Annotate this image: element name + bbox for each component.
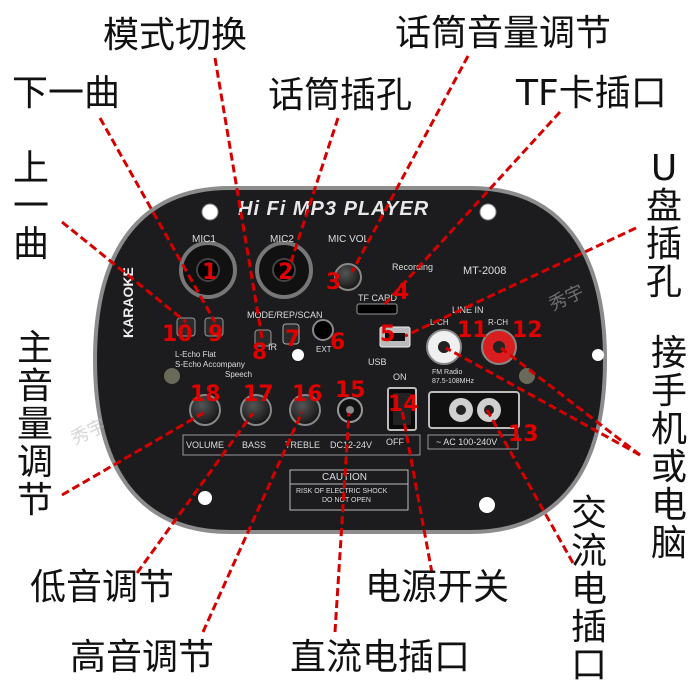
warning-line-2: DO NOT OPEN [322, 497, 371, 504]
treble-label: TREBLE [285, 440, 321, 450]
mic-vol-label: MIC VOL [328, 234, 370, 245]
mount-hole-bottom-right [479, 497, 495, 513]
volume-label: VOLUME [186, 440, 225, 450]
line-in-label: LINE IN [452, 305, 484, 315]
recording-label: Recording [392, 262, 434, 272]
callout-treble: 高音调节 [70, 637, 215, 678]
mic1-label: MIC1 [192, 234, 216, 245]
dc-label: DC12-24V [330, 440, 373, 450]
callout-usb-slot: U盘插孔 [645, 148, 682, 303]
screw-right [519, 368, 535, 384]
on-label: ON [393, 372, 407, 382]
number-16: 16 [292, 382, 323, 407]
ac-socket [428, 391, 520, 429]
tf-card-label: TF CARD [358, 293, 397, 303]
callout-power-switch: 电源开关 [365, 567, 510, 608]
echo2-label: S-Echo Accompany [175, 360, 245, 369]
ext-jack [312, 319, 334, 341]
board-model: MT-2008 [463, 265, 507, 277]
screw-left [164, 368, 180, 384]
mic2-label: MIC2 [270, 234, 294, 245]
number-3: 3 [326, 270, 342, 295]
r-ch-label: R-CH [488, 318, 508, 327]
mount-hole-right [592, 349, 604, 361]
board-title: Hi Fi MP3 PLAYER [238, 198, 430, 220]
karaoke-label: KARAOKE [120, 267, 136, 338]
callout-ac-socket: 交流电插口 [570, 493, 607, 686]
callout-bass: 低音调节 [30, 567, 175, 608]
fm-label: FM Radio [432, 369, 463, 376]
fm-band-label: 87.5-108MHz [432, 378, 475, 385]
callout-dc-socket: 直流电插口 [290, 637, 471, 678]
callout-next-track: 下一曲 [12, 73, 121, 114]
mount-hole-top-right [479, 203, 497, 221]
number-13: 13 [508, 422, 539, 447]
off-label: OFF [386, 437, 404, 447]
number-9: 9 [208, 322, 224, 347]
ext-label: EXT [316, 345, 332, 354]
mount-hole-bottom-left [198, 491, 212, 505]
ir-label: IR [268, 342, 277, 352]
bass-label: BASS [242, 440, 267, 450]
callout-prev-track: 上一曲 [12, 148, 49, 265]
number-11: 11 [457, 318, 488, 343]
callout-line-in: 接手机或电脑 [650, 333, 687, 564]
number-4: 4 [394, 280, 410, 305]
callout-mic-jack: 话筒插孔 [268, 75, 413, 116]
ac-label: ~ AC 100-240V [436, 437, 498, 447]
mount-hole-mid [292, 349, 304, 361]
speech-label: Speech [225, 370, 253, 379]
number-17: 17 [243, 382, 274, 407]
mount-hole-top [201, 203, 219, 221]
callout-mic-volume: 话筒音量调节 [395, 13, 612, 54]
number-18: 18 [190, 382, 221, 407]
callout-main-volume: 主音量调节 [16, 328, 53, 521]
number-2: 2 [278, 260, 294, 285]
ir-receiver [282, 323, 300, 345]
warning-line-1: RISK OF ELECTRIC SHOCK [296, 488, 388, 495]
number-12: 12 [512, 318, 543, 343]
l-ch-label: L-CH [430, 318, 449, 327]
echo-label: L-Echo Flat [175, 350, 216, 359]
number-8: 8 [252, 340, 268, 365]
number-6: 6 [330, 330, 346, 355]
number-15: 15 [335, 378, 366, 403]
number-14: 14 [388, 392, 419, 417]
number-7: 7 [285, 327, 301, 352]
callout-mode-switch: 模式切换 [103, 15, 248, 56]
mode-label: MODE/REP/SCAN [247, 310, 323, 320]
number-10: 10 [162, 322, 193, 347]
usb-label: USB [368, 357, 387, 367]
caution-label: CAUTION [322, 472, 367, 483]
number-1: 1 [202, 260, 218, 285]
callout-tf-slot: TF卡插口 [516, 73, 667, 114]
number-5: 5 [380, 322, 396, 347]
tf-card-slot [356, 303, 398, 315]
